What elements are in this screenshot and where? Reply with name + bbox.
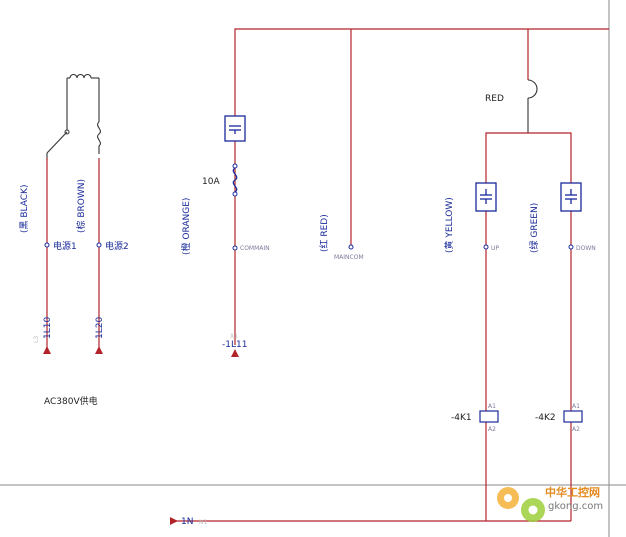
terminal-1l10: 1L10	[43, 317, 53, 339]
coil-k1-label: -4K1	[451, 413, 472, 423]
wire-label-red: (红 RED)	[318, 214, 330, 252]
label-maincom: MAINCOM	[334, 254, 364, 261]
terminal-1n: 1N	[181, 517, 193, 527]
terminal-arrow-1l20	[95, 346, 103, 354]
wire-label-brown: (棕 BROWN)	[75, 179, 87, 233]
faint-label-l3: L3	[33, 336, 40, 343]
node-power1	[44, 242, 50, 248]
label-power1: 电源1	[53, 240, 77, 252]
fuse-rating-label: 10A	[202, 177, 220, 187]
terminal-1l11: -1L11	[222, 340, 247, 350]
supply-label: AC380V供电	[44, 395, 98, 407]
label-commain: COMMAIN	[240, 245, 270, 252]
faint-label-x1: X1	[230, 333, 238, 340]
label-up: UP	[491, 245, 499, 252]
watermark-url: gkong.com	[548, 501, 603, 512]
button-down-green	[560, 182, 582, 212]
wire-label-black: (黑 BLACK)	[19, 185, 30, 233]
node-commain	[232, 245, 238, 251]
terminal-arrow-1l11	[231, 349, 239, 357]
faint-label-n1: N1	[199, 519, 207, 526]
terminal-arrow-1n	[170, 517, 178, 525]
terminal-1l20: 1L20	[95, 317, 105, 339]
label-power2: 电源2	[105, 240, 129, 252]
label-down: DOWN	[576, 245, 596, 252]
switch-blade	[46, 131, 68, 154]
button-up-yellow	[475, 182, 497, 212]
coil-k1	[479, 410, 499, 423]
watermark-text: 中华工控网	[545, 485, 600, 499]
fuse-10a	[232, 167, 238, 193]
node-down	[568, 244, 574, 250]
breaker-orange	[224, 115, 246, 142]
coil-k2-a2: A2	[572, 426, 580, 433]
wire-label-yellow: (黄 YELLOW)	[443, 197, 455, 253]
top-bus	[234, 28, 609, 345]
node-up	[483, 244, 489, 250]
motor-switch-assembly	[46, 73, 101, 160]
coil-k1-a1: A1	[488, 403, 496, 410]
coil-k2-a1: A1	[572, 403, 580, 410]
thermal-element-symbol	[97, 121, 101, 154]
node-maincom	[348, 244, 354, 250]
coil-k2	[563, 410, 583, 423]
node-power2	[96, 242, 102, 248]
terminal-arrow-1l10	[43, 346, 51, 354]
gkong-watermark-logo	[497, 487, 545, 522]
wire-label-green: (绿 GREEN)	[528, 203, 540, 253]
wire-label-orange: (橙 ORANGE)	[180, 198, 192, 255]
coil-k1-a2: A2	[488, 426, 496, 433]
lamp-red-label: RED	[485, 94, 504, 104]
neutral-line	[170, 485, 487, 522]
coil-k2-label: -4K2	[535, 413, 556, 423]
lamp-red-symbol	[527, 79, 538, 99]
motor-coil-symbol	[69, 73, 92, 79]
